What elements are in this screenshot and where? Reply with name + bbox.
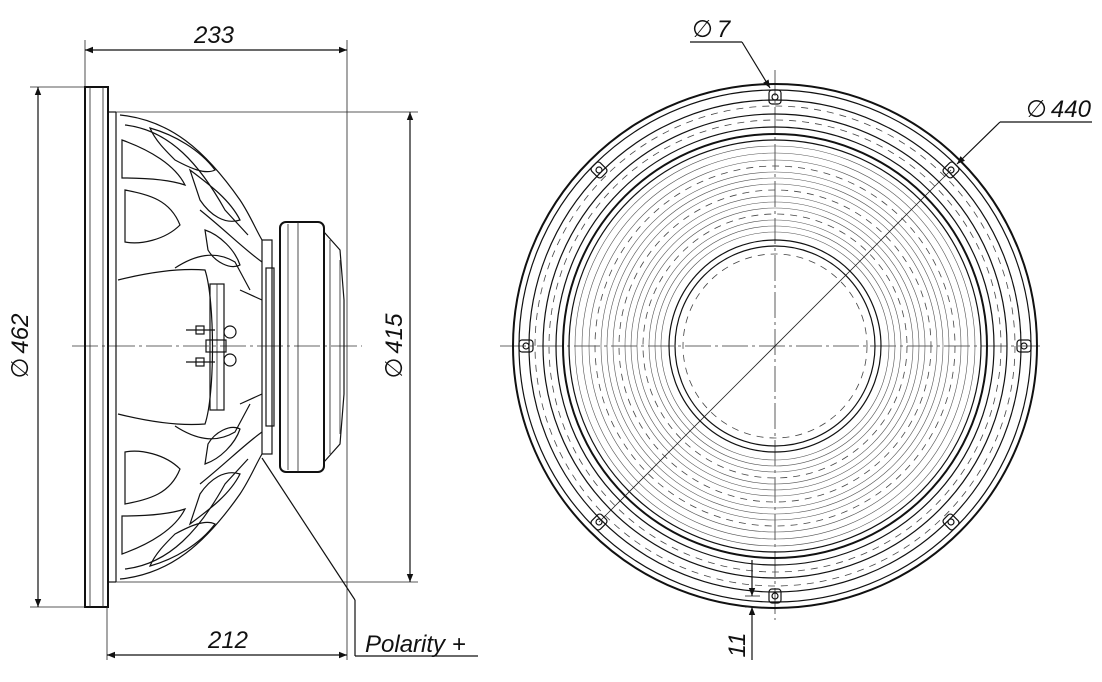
cutout-diameter-symbol: ∅	[381, 358, 408, 379]
dimension-cutout-diameter: ∅ 415	[381, 112, 414, 582]
svg-text:∅7: ∅7	[692, 16, 732, 43]
terminal-connectors	[186, 325, 237, 367]
bolt-hole	[768, 89, 782, 105]
polarity-label: Polarity +	[365, 631, 466, 658]
mounting-flange	[84, 86, 116, 608]
dimension-flange-thickness: 11	[724, 560, 760, 660]
bolt-hole	[942, 513, 960, 531]
cutout-diameter-value: 415	[381, 313, 408, 354]
svg-text:∅462: ∅ 462	[7, 314, 34, 379]
bolt-hole	[518, 339, 534, 353]
magnet-assembly	[261, 221, 345, 473]
polarity-callout: Polarity +	[261, 457, 478, 658]
hole-diameter-value: 7	[717, 16, 732, 43]
bolt-hole	[590, 161, 608, 179]
bolt-circle-diameter-symbol: ∅	[1026, 96, 1047, 123]
bolt-holes	[518, 89, 1032, 604]
frame-depth-value: 212	[207, 627, 248, 654]
dimension-frame-depth: 212	[107, 627, 347, 659]
outer-diameter-symbol: ∅	[7, 358, 34, 379]
svg-text:∅440: ∅440	[1026, 96, 1092, 123]
dust-cap	[674, 245, 876, 447]
front-view: ∅7 ∅440 11	[500, 16, 1092, 660]
basket-frame	[115, 112, 263, 582]
hole-diameter-symbol: ∅	[692, 16, 713, 43]
dimension-bolt-circle-diameter: ∅440	[956, 96, 1092, 165]
outer-diameter-value: 462	[7, 314, 34, 354]
overall-depth-value: 233	[193, 22, 235, 49]
bolt-hole	[768, 588, 782, 604]
svg-text:∅415: ∅ 415	[381, 313, 408, 379]
side-view: 233 212 ∅ 462 ∅ 415	[7, 22, 478, 660]
dimension-hole-diameter: ∅7	[690, 16, 771, 89]
bolt-circle-diameter-value: 440	[1051, 96, 1092, 123]
dimension-overall-depth: 233	[85, 22, 347, 54]
dimension-outer-diameter: ∅ 462	[7, 87, 42, 607]
bolt-hole	[1016, 339, 1032, 353]
bolt-circle-diagonal	[598, 169, 952, 523]
cone-rings	[574, 145, 976, 547]
flange-thickness-value: 11	[724, 633, 751, 658]
